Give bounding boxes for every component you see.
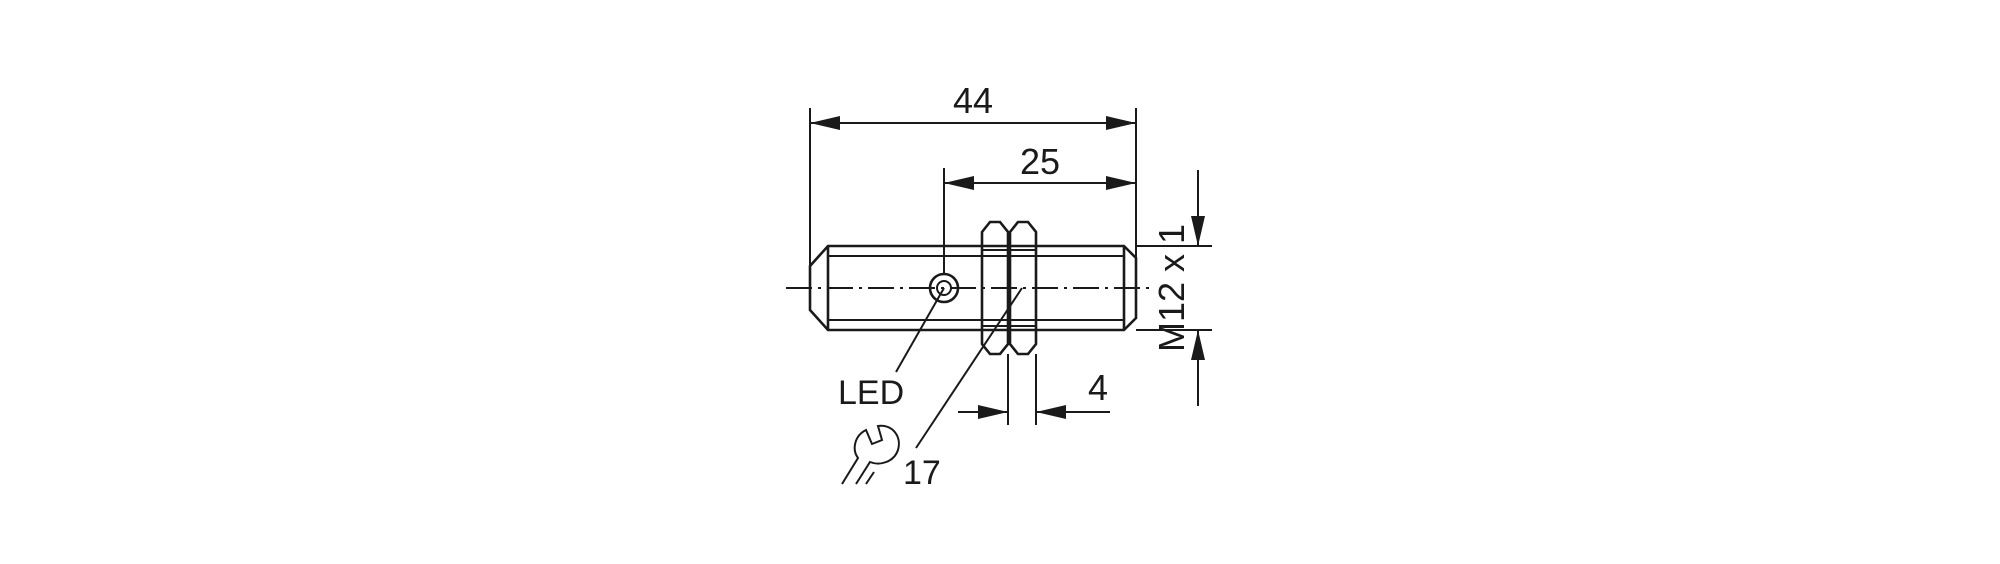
dimension-thread-size xyxy=(1136,170,1212,406)
nut-thickness-value: 4 xyxy=(1088,367,1108,408)
overall-length-value: 44 xyxy=(953,80,993,121)
wrench-size-label: 17 xyxy=(903,454,941,492)
wrench-leader-line xyxy=(915,287,1023,449)
led-leader-line xyxy=(895,287,945,373)
dimension-thread-length xyxy=(943,168,1136,274)
thread-length-value: 25 xyxy=(1020,141,1060,182)
dimension-nut-thickness xyxy=(958,354,1110,425)
hex-nut-right xyxy=(1008,220,1038,356)
thread-size-value: M12 x 1 xyxy=(1151,224,1192,352)
hex-nut-left xyxy=(980,220,1010,356)
wrench-icon xyxy=(841,424,900,485)
led-label: LED xyxy=(838,374,904,412)
